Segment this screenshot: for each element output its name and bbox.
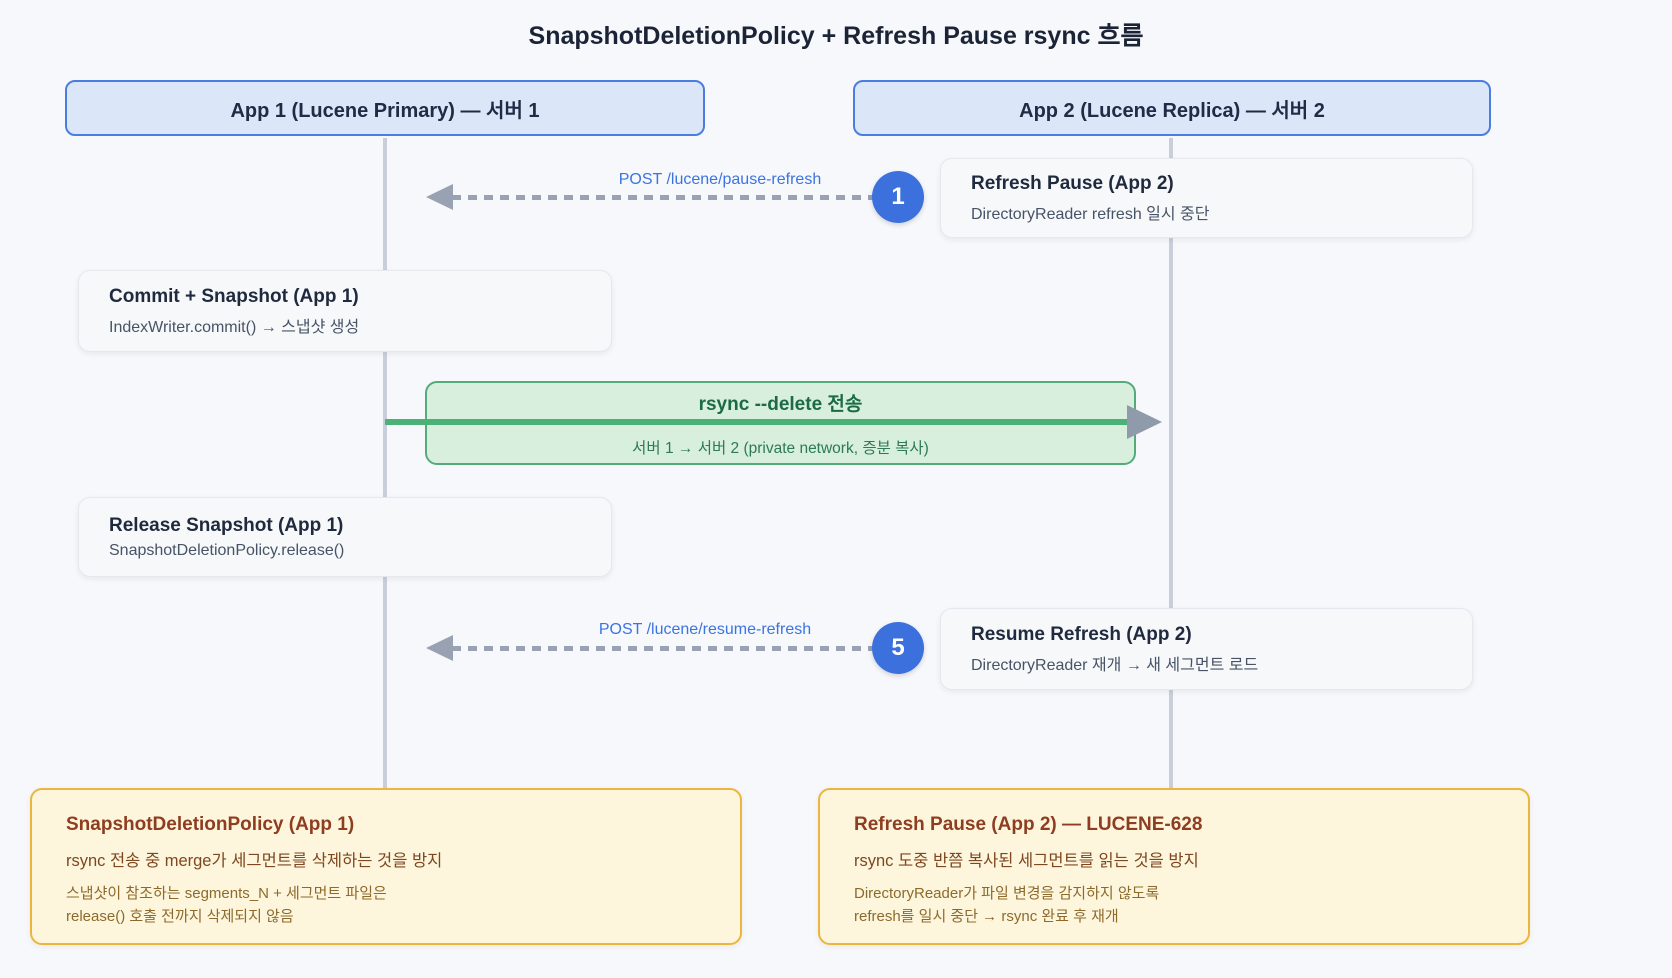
card-title: Release Snapshot (App 1)	[109, 514, 344, 536]
card-subtitle: IndexWriter.commit() → 스냅샷 생성	[109, 318, 360, 336]
note-detail: 스냅샷이 참조하는 segments_N + 세그먼트 파일은 release(…	[66, 883, 706, 928]
rsync-transfer-arrow-line	[385, 419, 1128, 425]
message-label-resume-refresh: POST /lucene/resume-refresh	[598, 621, 812, 638]
step-badge-1: 1	[872, 171, 924, 223]
note-detail-line2: refresh를 일시 중단 → rsync 완료 후 재개	[854, 907, 1119, 925]
arrowhead-right-icon	[1127, 405, 1162, 439]
card-title: Refresh Pause (App 2)	[971, 172, 1174, 194]
dashed-message-line-pause-refresh	[452, 195, 876, 200]
note-title: SnapshotDeletionPolicy (App 1)	[66, 814, 355, 835]
card-resume-refresh: Resume Refresh (App 2) DirectoryReader 재…	[940, 608, 1473, 690]
card-subtitle: SnapshotDeletionPolicy.release()	[109, 541, 345, 559]
actor-header-app2: App 2 (Lucene Replica) — 서버 2	[853, 80, 1491, 136]
note-summary: rsync 도중 반쯤 복사된 세그먼트를 읽는 것을 방지	[854, 852, 1199, 870]
note-snapshot-deletion-policy: SnapshotDeletionPolicy (App 1) rsync 전송 …	[30, 788, 742, 945]
lifeline-app1	[383, 138, 387, 788]
diagram-title: SnapshotDeletionPolicy + Refresh Pause r…	[528, 22, 1144, 50]
rsync-transfer-title: rsync --delete 전송	[698, 394, 863, 415]
rsync-transfer-subtitle: 서버 1 → 서버 2 (private network, 증분 복사)	[632, 440, 929, 457]
actor-header-app1: App 1 (Lucene Primary) — 서버 1	[65, 80, 705, 136]
note-refresh-pause-lucene-628: Refresh Pause (App 2) — LUCENE-628 rsync…	[818, 788, 1530, 945]
note-title: Refresh Pause (App 2) — LUCENE-628	[854, 814, 1203, 835]
step-badge-5: 5	[872, 622, 924, 674]
note-detail-line2: release() 호출 전까지 삭제되지 않음	[66, 907, 294, 925]
card-commit-snapshot: Commit + Snapshot (App 1) IndexWriter.co…	[78, 270, 612, 352]
arrowhead-left-icon	[426, 635, 453, 661]
card-release-snapshot: Release Snapshot (App 1) SnapshotDeletio…	[78, 497, 612, 577]
message-label-pause-refresh: POST /lucene/pause-refresh	[618, 171, 822, 188]
card-refresh-pause: Refresh Pause (App 2) DirectoryReader re…	[940, 158, 1473, 238]
note-detail: DirectoryReader가 파일 변경을 감지하지 않도록 refresh…	[854, 883, 1494, 928]
card-subtitle: DirectoryReader refresh 일시 중단	[971, 205, 1210, 223]
note-summary: rsync 전송 중 merge가 세그먼트를 삭제하는 것을 방지	[66, 852, 443, 870]
card-title: Commit + Snapshot (App 1)	[109, 285, 359, 307]
lifeline-app2	[1169, 138, 1173, 788]
card-subtitle: DirectoryReader 재개 → 새 세그먼트 로드	[971, 656, 1259, 674]
arrowhead-left-icon	[426, 184, 453, 210]
note-detail-line1: DirectoryReader가 파일 변경을 감지하지 않도록	[854, 885, 1160, 902]
dashed-message-line-resume-refresh	[452, 646, 876, 651]
card-title: Resume Refresh (App 2)	[971, 623, 1192, 645]
note-detail-line1: 스냅샷이 참조하는 segments_N + 세그먼트 파일은	[66, 885, 387, 902]
